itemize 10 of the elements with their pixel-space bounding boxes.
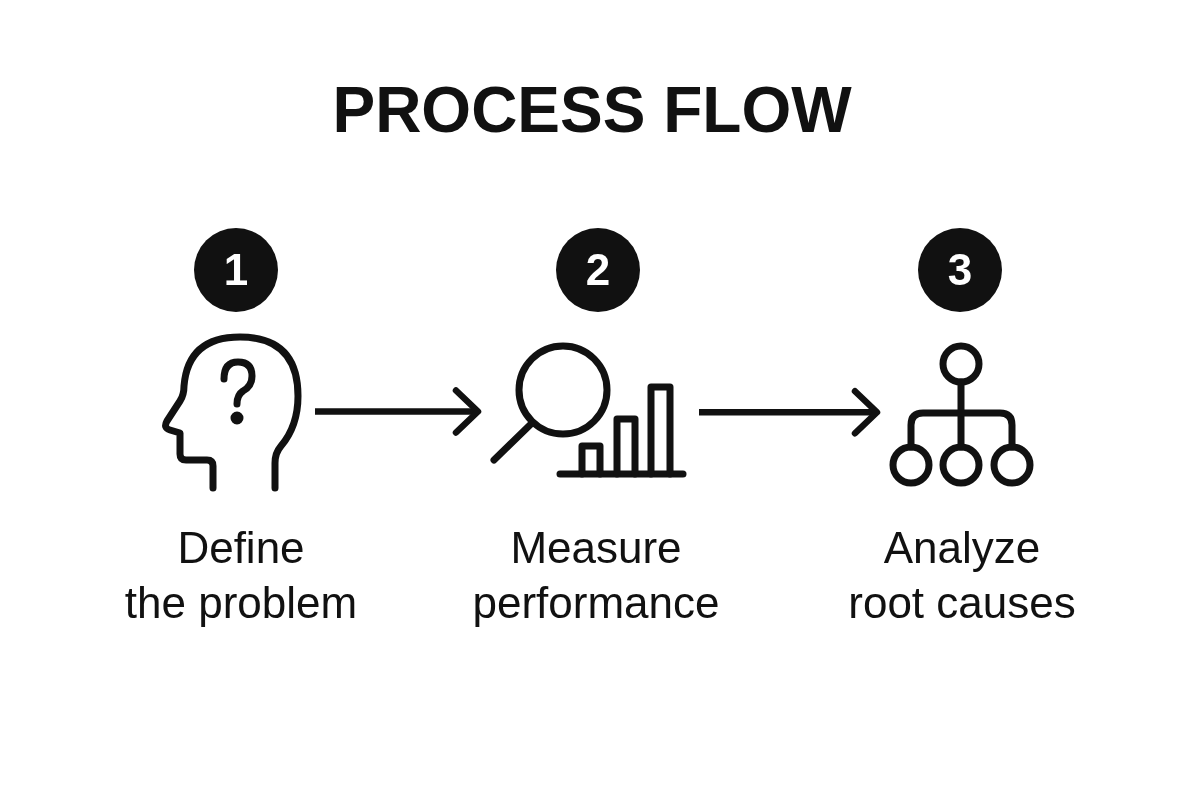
number-badge: 1 xyxy=(194,228,278,312)
number-badge: 3 xyxy=(918,228,1002,312)
diagram-title: PROCESS FLOW xyxy=(332,73,852,147)
hierarchy-icon xyxy=(889,342,1034,487)
step-caption: Measure performance xyxy=(472,522,720,629)
head-question-icon xyxy=(159,333,303,493)
step-caption: Analyze root causes xyxy=(848,522,1076,629)
step-caption: Define the problem xyxy=(124,522,358,629)
magnifier-chart-icon xyxy=(490,342,687,478)
number-badge: 2 xyxy=(556,228,640,312)
